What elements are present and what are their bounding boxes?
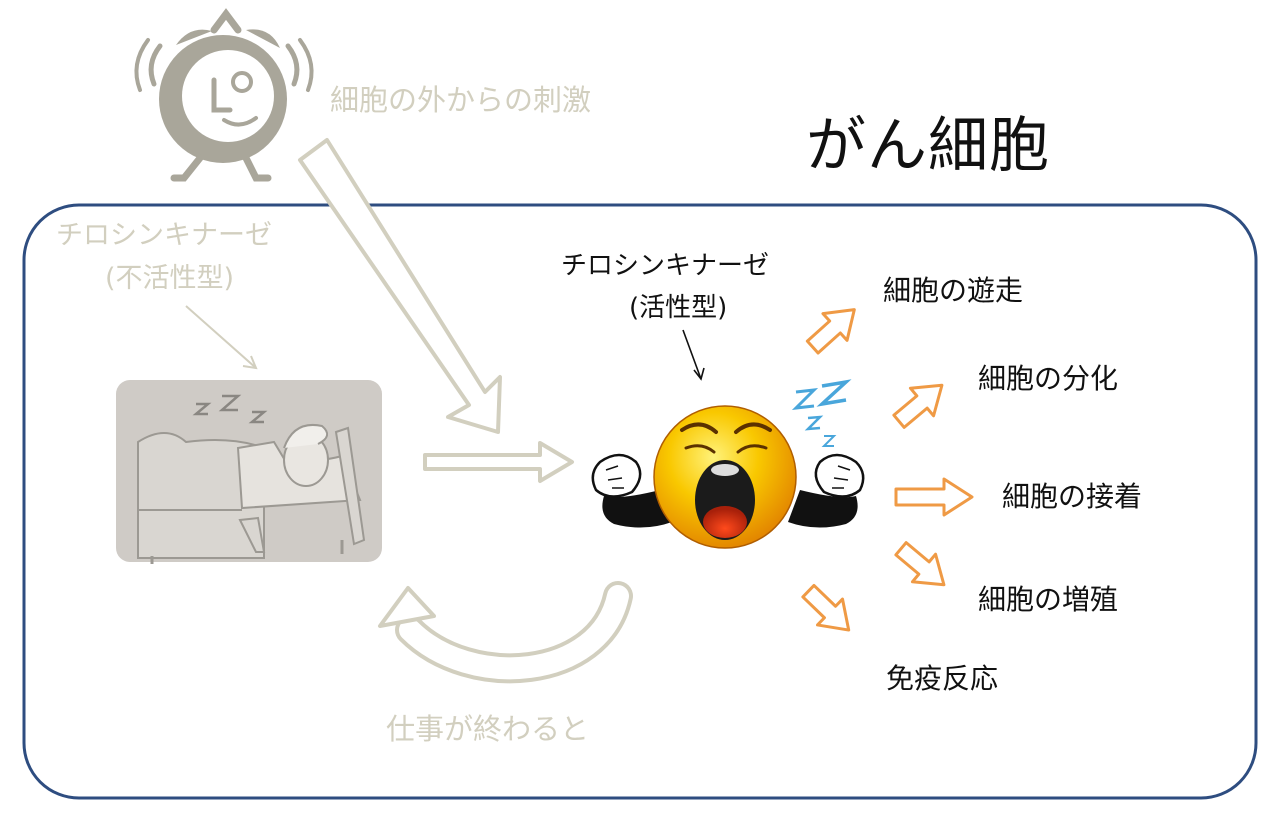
outcome-cell-proliferation: 細胞の増殖	[978, 583, 1119, 616]
yawning-face-icon	[591, 379, 865, 549]
activation-arrow	[423, 441, 574, 483]
alarm-clock-icon	[134, 8, 314, 182]
sleeping-person-icon	[116, 380, 382, 564]
outcome-arrow-1	[805, 308, 856, 355]
cell-boundary	[22, 203, 1258, 800]
loop-label: 仕事が終わると	[386, 712, 590, 746]
external-stimulus-label: 細胞の外からの刺激	[330, 83, 592, 117]
return-loop-arrow	[378, 581, 633, 684]
outcome-cell-adhesion: 細胞の接着	[1002, 480, 1143, 513]
outcome-cell-differentiation: 細胞の分化	[978, 362, 1119, 395]
inactive-kinase-name: チロシンキナーゼ	[56, 220, 272, 251]
inactive-kinase-state: (不活性型)	[105, 263, 235, 294]
outcome-immune-response: 免疫反応	[886, 662, 999, 695]
outcome-cell-migration: 細胞の遊走	[883, 274, 1024, 307]
stimulus-arrow	[298, 138, 502, 434]
outcome-arrow-4	[894, 541, 946, 587]
outcome-arrow-2	[892, 383, 944, 429]
cell-title: がん細胞	[806, 111, 1050, 181]
outcome-arrows	[801, 308, 974, 632]
active-kinase-state: (活性型)	[629, 293, 728, 323]
outcome-arrow-3	[894, 477, 974, 517]
active-kinase-name: チロシンキナーゼ	[561, 251, 770, 281]
outcome-arrow-5	[801, 583, 851, 632]
